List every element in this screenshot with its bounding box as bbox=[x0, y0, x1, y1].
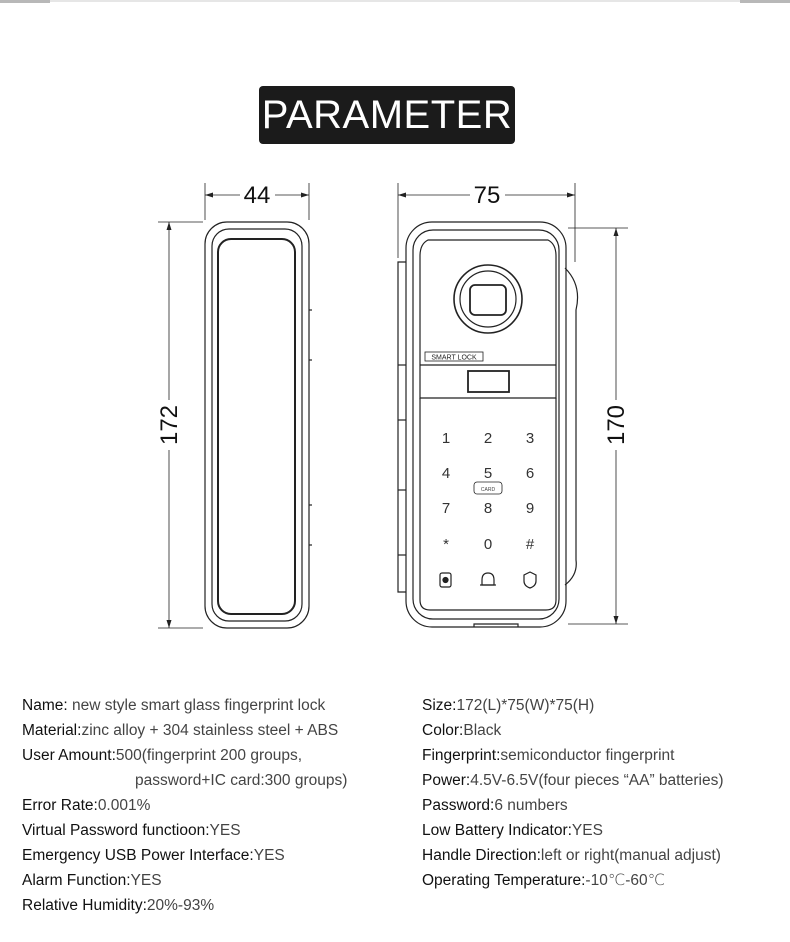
spec-virtual-password: Virtual Password functioon:YES bbox=[22, 822, 241, 839]
side-height-label: 172 bbox=[156, 405, 183, 445]
spec-fingerprint: Fingerprint:semiconductor fingerprint bbox=[422, 747, 675, 764]
spec-emergency-usb: Emergency USB Power Interface:YES bbox=[22, 847, 285, 864]
keypad-key-8: 8 bbox=[484, 500, 492, 517]
spec-user-amount-continued: password+IC card:300 groups) bbox=[135, 772, 348, 789]
spec-material: Material:zinc alloy + 304 stainless stee… bbox=[22, 722, 339, 739]
keypad-key-6: 6 bbox=[526, 465, 534, 482]
top-left-corner-mark bbox=[0, 0, 50, 3]
spec-low-battery: Low Battery Indicator:YES bbox=[422, 822, 603, 839]
keypad-key-1: 1 bbox=[442, 430, 450, 447]
spec-user-amount: User Amount:500(fingerprint 200 groups, bbox=[22, 747, 303, 764]
spec-relative-humidity: Relative Humidity:20%-93% bbox=[22, 897, 215, 914]
front-view bbox=[397, 183, 628, 628]
side-view bbox=[158, 183, 312, 629]
spec-password: Password:6 numbers bbox=[422, 797, 568, 814]
keypad-key-7: 7 bbox=[442, 500, 450, 517]
page-title: PARAMETER bbox=[259, 86, 515, 144]
specs-left-column: Name: new style smart glass fingerprint … bbox=[22, 693, 347, 918]
spec-alarm-function: Alarm Function:YES bbox=[22, 872, 162, 889]
spec-power: Power:4.5V-6.5V(four pieces “AA” batteri… bbox=[422, 772, 724, 789]
specs-right-column: Size:172(L)*75(W)*75(H) Color:Black Fing… bbox=[422, 693, 724, 893]
top-border-line bbox=[0, 0, 790, 2]
card-label: CARD bbox=[481, 487, 496, 493]
keypad-key-9: 9 bbox=[526, 500, 534, 517]
keypad-key-hash: # bbox=[526, 536, 535, 553]
keypad-key-5: 5 bbox=[484, 465, 492, 482]
brand-label: SMART LOCK bbox=[431, 355, 477, 362]
spec-size: Size:172(L)*75(W)*75(H) bbox=[422, 697, 595, 714]
keypad-key-3: 3 bbox=[526, 430, 534, 447]
keypad-key-2: 2 bbox=[484, 430, 492, 447]
keypad-key-star: * bbox=[443, 536, 449, 553]
top-right-corner-mark bbox=[740, 0, 790, 3]
lock-dimension-drawing: 44 75 172 170 SMART LOCK CARD 1 2 3 4 5 … bbox=[156, 182, 630, 629]
spec-operating-temperature: Operating Temperature:-10℃-60℃ bbox=[422, 872, 666, 889]
keypad-key-4: 4 bbox=[442, 465, 450, 482]
spec-handle-direction: Handle Direction:left or right(manual ad… bbox=[422, 847, 721, 864]
keypad-key-0: 0 bbox=[484, 536, 492, 553]
spec-name: Name: new style smart glass fingerprint … bbox=[22, 697, 326, 714]
spec-error-rate: Error Rate:0.001% bbox=[22, 797, 151, 814]
side-width-label: 44 bbox=[244, 182, 271, 209]
front-width-label: 75 bbox=[474, 182, 501, 209]
spec-color: Color:Black bbox=[422, 722, 502, 739]
front-height-label: 170 bbox=[603, 405, 630, 445]
